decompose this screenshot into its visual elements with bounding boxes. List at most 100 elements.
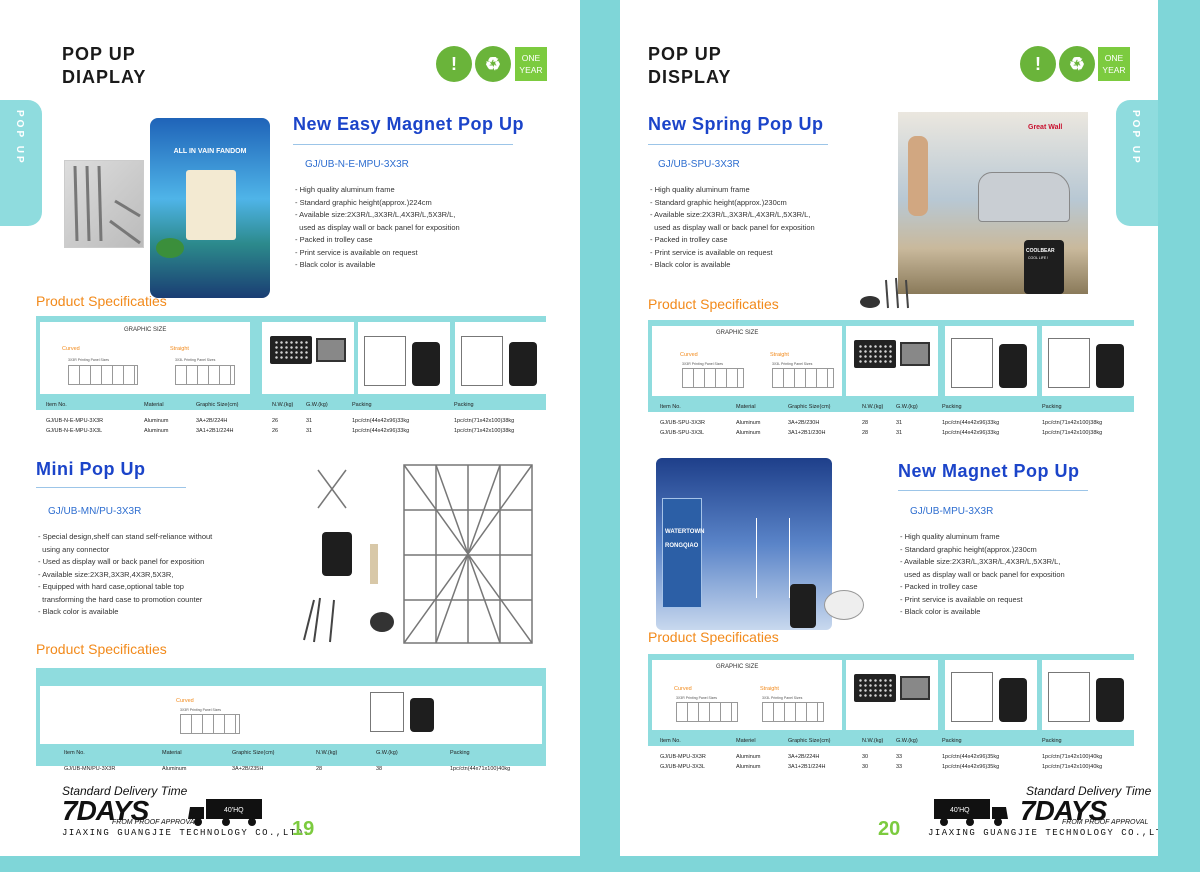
carton-drawing (1048, 338, 1090, 388)
table-header-cell: G.W.(kg) (306, 402, 328, 408)
table-header-cell: Graphic Size(cm) (196, 402, 239, 408)
magnet-popup-display-photo: WATERTOWN RONGQIAO (656, 458, 832, 630)
curved-label: Curved (680, 352, 698, 358)
feature-item: - Standard graphic height(approx.)230cm (900, 544, 1037, 554)
table-cell: 1pc/ctn(44x42x96)35kg (942, 754, 1000, 760)
feature-item: - Packed in trolley case (650, 235, 728, 244)
product-code: GJ/UB-MN/PU-3X3R (48, 506, 142, 517)
table-cell: Aluminum (736, 764, 761, 770)
table-header-cell: Graphic Size(cm) (788, 404, 831, 410)
spring-popup-display-photo: Great Wall COOLBEAR COOL LIFE ! (898, 112, 1088, 294)
title-rule (293, 144, 513, 145)
table-header-cell: N.W.(kg) (272, 402, 294, 408)
coollife-label: COOL LIFE ! (1028, 256, 1049, 260)
table-header-cell: Item No. (660, 404, 681, 410)
table-cell: GJ/UB-N-E-MPU-3X3R (46, 418, 104, 424)
table-cell: Aluminum (736, 754, 761, 760)
table-header-cell: Packing (942, 738, 962, 744)
graphic-size-box: GRAPHIC SIZE Curved 3X3R Printing Panel … (652, 326, 842, 396)
table-header-cell: Item No. (660, 738, 681, 744)
display-graphic-text: ALL IN VAIN FANDOM (173, 148, 247, 155)
table-cell: 1pc/ctn(71x42x100)38kg (1042, 430, 1103, 436)
feature-list: - High quality aluminum frame- Standard … (900, 531, 1065, 619)
table-cell: GJ/UB-N-E-MPU-3X3L (46, 428, 103, 434)
straight-label: Straight (770, 352, 789, 358)
table-cell: 1pc/ctn(71x42x100)38kg (1042, 420, 1103, 426)
table-cell: 31 (306, 418, 313, 424)
table-header-cell: Packing (1042, 738, 1062, 744)
table-cell: 1pc/ctn(71x42x100)38kg (454, 428, 515, 434)
spine-tab: POP UP (1116, 100, 1158, 226)
curved-sub: 3X3R Printing Panel Sizes (682, 362, 724, 366)
brand-logo-text: Great Wall (1028, 124, 1063, 131)
feature-item: - Black color is available (38, 607, 119, 616)
table-header-cell: Item No. (46, 402, 67, 408)
left-page: POP UP DIAPLAY ! ♻ ONE YEAR POP UP ALL I… (0, 0, 580, 856)
spot-light (900, 676, 930, 700)
hard-case (1096, 344, 1124, 388)
brand-text-1: WATERTOWN (665, 529, 705, 535)
table-cell: 30 (862, 764, 869, 770)
warranty-badge: ONE YEAR (515, 47, 547, 81)
trolley-case (999, 678, 1027, 722)
lights-box (846, 660, 938, 730)
days-logo: 7DAYS (62, 795, 149, 826)
carton-box-1 (945, 326, 1037, 396)
feature-item: - Black color is available (650, 260, 731, 269)
spot-light (900, 342, 930, 366)
curved-panels (180, 714, 240, 734)
table-cell: 38 (376, 766, 383, 772)
feature-item: used as display wall or back panel for e… (650, 222, 815, 232)
product-title: Mini Pop Up (36, 459, 146, 479)
straight-panels (175, 365, 235, 385)
delivery-label: Standard Delivery Time (62, 784, 188, 798)
product-title: New Spring Pop Up (648, 114, 824, 134)
turtle-graphic (156, 238, 184, 258)
table-cell: 3A+2B/235H (232, 766, 264, 772)
led-light (854, 340, 896, 368)
lights-box (262, 322, 354, 394)
truck-icon: 40'HQ (930, 797, 1010, 832)
feature-item: - Used as display wall or back panel for… (38, 557, 205, 566)
table-header-cell: G.W.(kg) (896, 738, 918, 744)
feature-item: - High quality aluminum frame (295, 185, 395, 194)
feature-item: - Print service is available on request (650, 247, 773, 257)
glass-graphic (756, 518, 790, 598)
carton-box-1 (358, 322, 450, 394)
feature-item: - Available size:2X3R/L,3X3R/L,4X3R/L,5X… (295, 210, 456, 219)
trolley-case (999, 344, 1027, 388)
table-cell: 3A1+2B1/230H (788, 430, 826, 436)
table-header-band (648, 400, 1134, 412)
right-page: POP UP DISPLAY ! ♻ ONE YEAR New Spring P… (620, 0, 1158, 856)
accessories-photo (790, 580, 870, 630)
table-cell: 33 (896, 764, 903, 770)
table-header-cell: Materiel (736, 738, 756, 744)
feature-item: - Special design,shelf can stand self-re… (38, 532, 213, 541)
curved-label: Curved (176, 698, 194, 704)
table-cell: 1pc/ctn(44x42x96)33kg (352, 418, 410, 424)
carton-box-2 (455, 322, 546, 394)
feature-list: - Special design,shelf can stand self-re… (38, 531, 212, 619)
delivery-label: Standard Delivery Time (1026, 784, 1152, 798)
table-cell: Aluminum (144, 428, 169, 434)
table-cell: 1pc/ctn(71x42x100)38kg (454, 418, 515, 424)
easy-magnet-display-photo: ALL IN VAIN FANDOM (150, 118, 270, 298)
table-cell: 30 (862, 754, 869, 760)
spine-tab: POP UP (0, 100, 42, 226)
quality-icon: ! (1020, 46, 1056, 82)
proof-approval-label: FROM PROOF APPROVAL (112, 819, 199, 826)
graphic-size-box: GRAPHIC SIZE Curved 3X3R Printing Panel … (652, 660, 842, 730)
carton-box-2 (1042, 660, 1134, 730)
graphic-size-label: GRAPHIC SIZE (716, 664, 759, 670)
graphic-size-box: GRAPHIC SIZE Curved 3X3R Printing Panel … (40, 322, 250, 394)
frame-parts-svg (73, 165, 141, 245)
curved-label: Curved (62, 346, 80, 352)
coolbear-label: COOLBEAR (1026, 248, 1055, 254)
curved-sub: 3X3R Printing Panel Sizes (180, 708, 222, 712)
table-header-cell: Packing (942, 404, 962, 410)
feature-item: - Black color is available (900, 607, 981, 616)
straight-sub: 3X3L Printing Panel Sizes (175, 358, 216, 362)
